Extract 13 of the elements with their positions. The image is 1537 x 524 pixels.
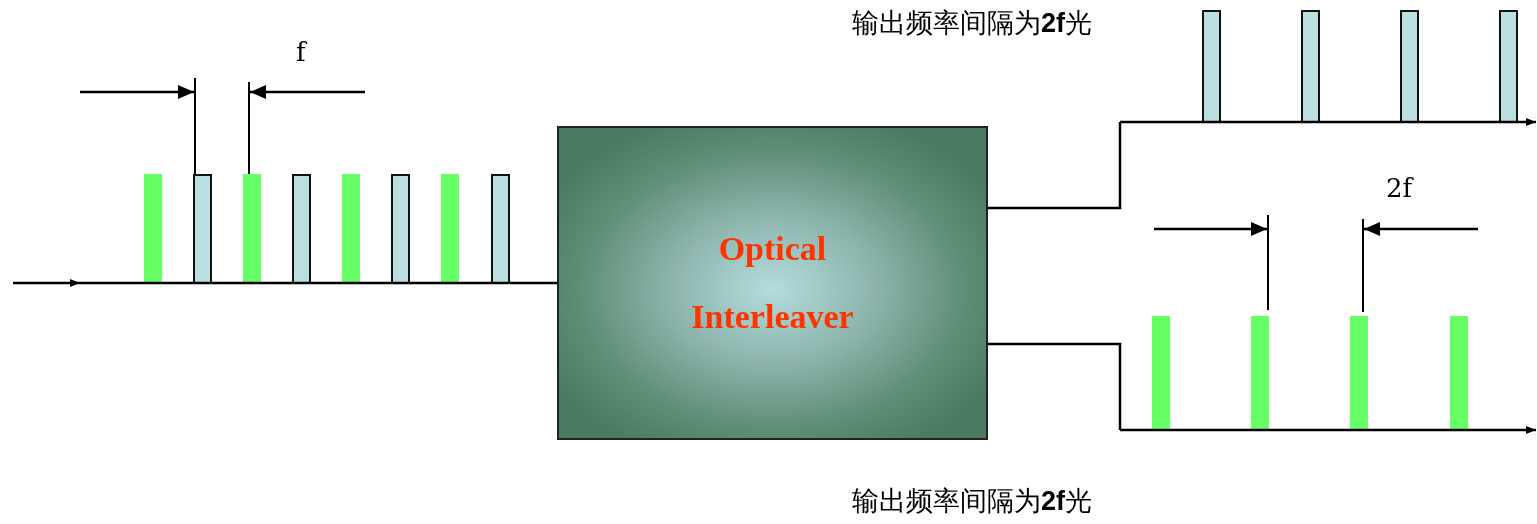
pulse-spectrum-drawing xyxy=(1152,316,1468,430)
pulse-spectrum-drawing xyxy=(80,174,510,285)
caption-text: 输出频率间隔为2f光 xyxy=(852,486,1092,517)
pulse-spectrum-drawing xyxy=(1202,10,1518,123)
connector-line xyxy=(988,122,1122,210)
caption-text: 输出频率间隔为2f光 xyxy=(852,8,1092,39)
connector-line xyxy=(510,281,559,285)
box-label: Optical Interleaver xyxy=(690,229,855,337)
arrow xyxy=(13,279,82,287)
dimension-label: f xyxy=(296,38,306,67)
interleaver-box xyxy=(557,126,988,440)
connector-line xyxy=(988,342,1122,430)
dimension-label: 2f xyxy=(1386,174,1413,203)
